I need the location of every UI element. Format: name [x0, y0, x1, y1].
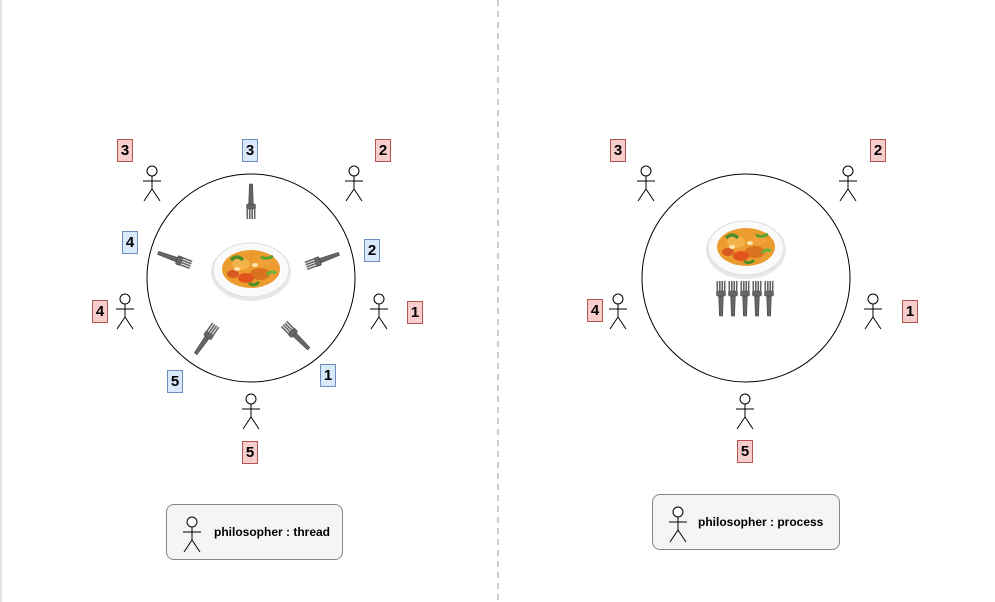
right-legend-text: philosopher : process	[698, 515, 824, 529]
left-fork-5-label: 5	[167, 370, 183, 393]
right-philosopher-2-label: 2	[870, 139, 886, 162]
left-philosopher-2-label: 2	[375, 139, 391, 162]
left-dish-icon	[209, 241, 293, 303]
right-philosopher-5-label: 5	[737, 440, 753, 463]
right-fork-icon	[728, 280, 738, 317]
left-philosopher-5-label: 5	[242, 441, 258, 464]
left-fork-4-label: 4	[122, 231, 138, 254]
left-fork-1-icon	[280, 320, 313, 353]
left-philosopher-5-icon	[241, 393, 261, 430]
left-philosopher-3-icon	[142, 165, 162, 202]
right-philosopher-5-icon	[735, 393, 755, 430]
right-dish-icon	[704, 219, 788, 281]
left-fork-1-label: 1	[320, 364, 336, 387]
left-philosopher-4-label: 4	[92, 300, 108, 323]
left-philosopher-1-icon	[369, 293, 389, 330]
left-philosopher-3-label: 3	[117, 139, 133, 162]
right-fork-icon	[740, 280, 750, 317]
left-fork-2-label: 2	[364, 239, 380, 262]
right-philosopher-3-label: 3	[610, 139, 626, 162]
right-fork-icon	[752, 280, 762, 317]
right-philosopher-4-icon	[608, 293, 628, 330]
left-philosopher-2-icon	[344, 165, 364, 202]
left-fork-4-icon	[156, 248, 194, 270]
left-legend: philosopher : thread	[166, 504, 343, 560]
right-fork-icon	[716, 280, 726, 317]
left-fork-5-icon	[191, 321, 220, 357]
right-philosopher-1-icon	[863, 293, 883, 330]
right-philosopher-1-label: 1	[902, 300, 918, 323]
left-legend-text: philosopher : thread	[214, 525, 331, 539]
philosopher-icon	[182, 516, 202, 553]
right-table	[641, 173, 851, 383]
left-fork-3-label: 3	[242, 139, 258, 162]
left-table	[146, 173, 356, 383]
left-fork-2-icon	[303, 249, 341, 271]
left-fork-3-icon	[246, 183, 256, 220]
left-philosopher-1-label: 1	[407, 301, 423, 324]
philosopher-icon	[668, 506, 688, 543]
left-philosopher-4-icon	[115, 293, 135, 330]
right-legend: philosopher : process	[652, 494, 840, 550]
right-philosopher-4-label: 4	[587, 299, 603, 322]
right-philosopher-3-icon	[636, 165, 656, 202]
right-philosopher-2-icon	[838, 165, 858, 202]
right-fork-icon	[764, 280, 774, 317]
